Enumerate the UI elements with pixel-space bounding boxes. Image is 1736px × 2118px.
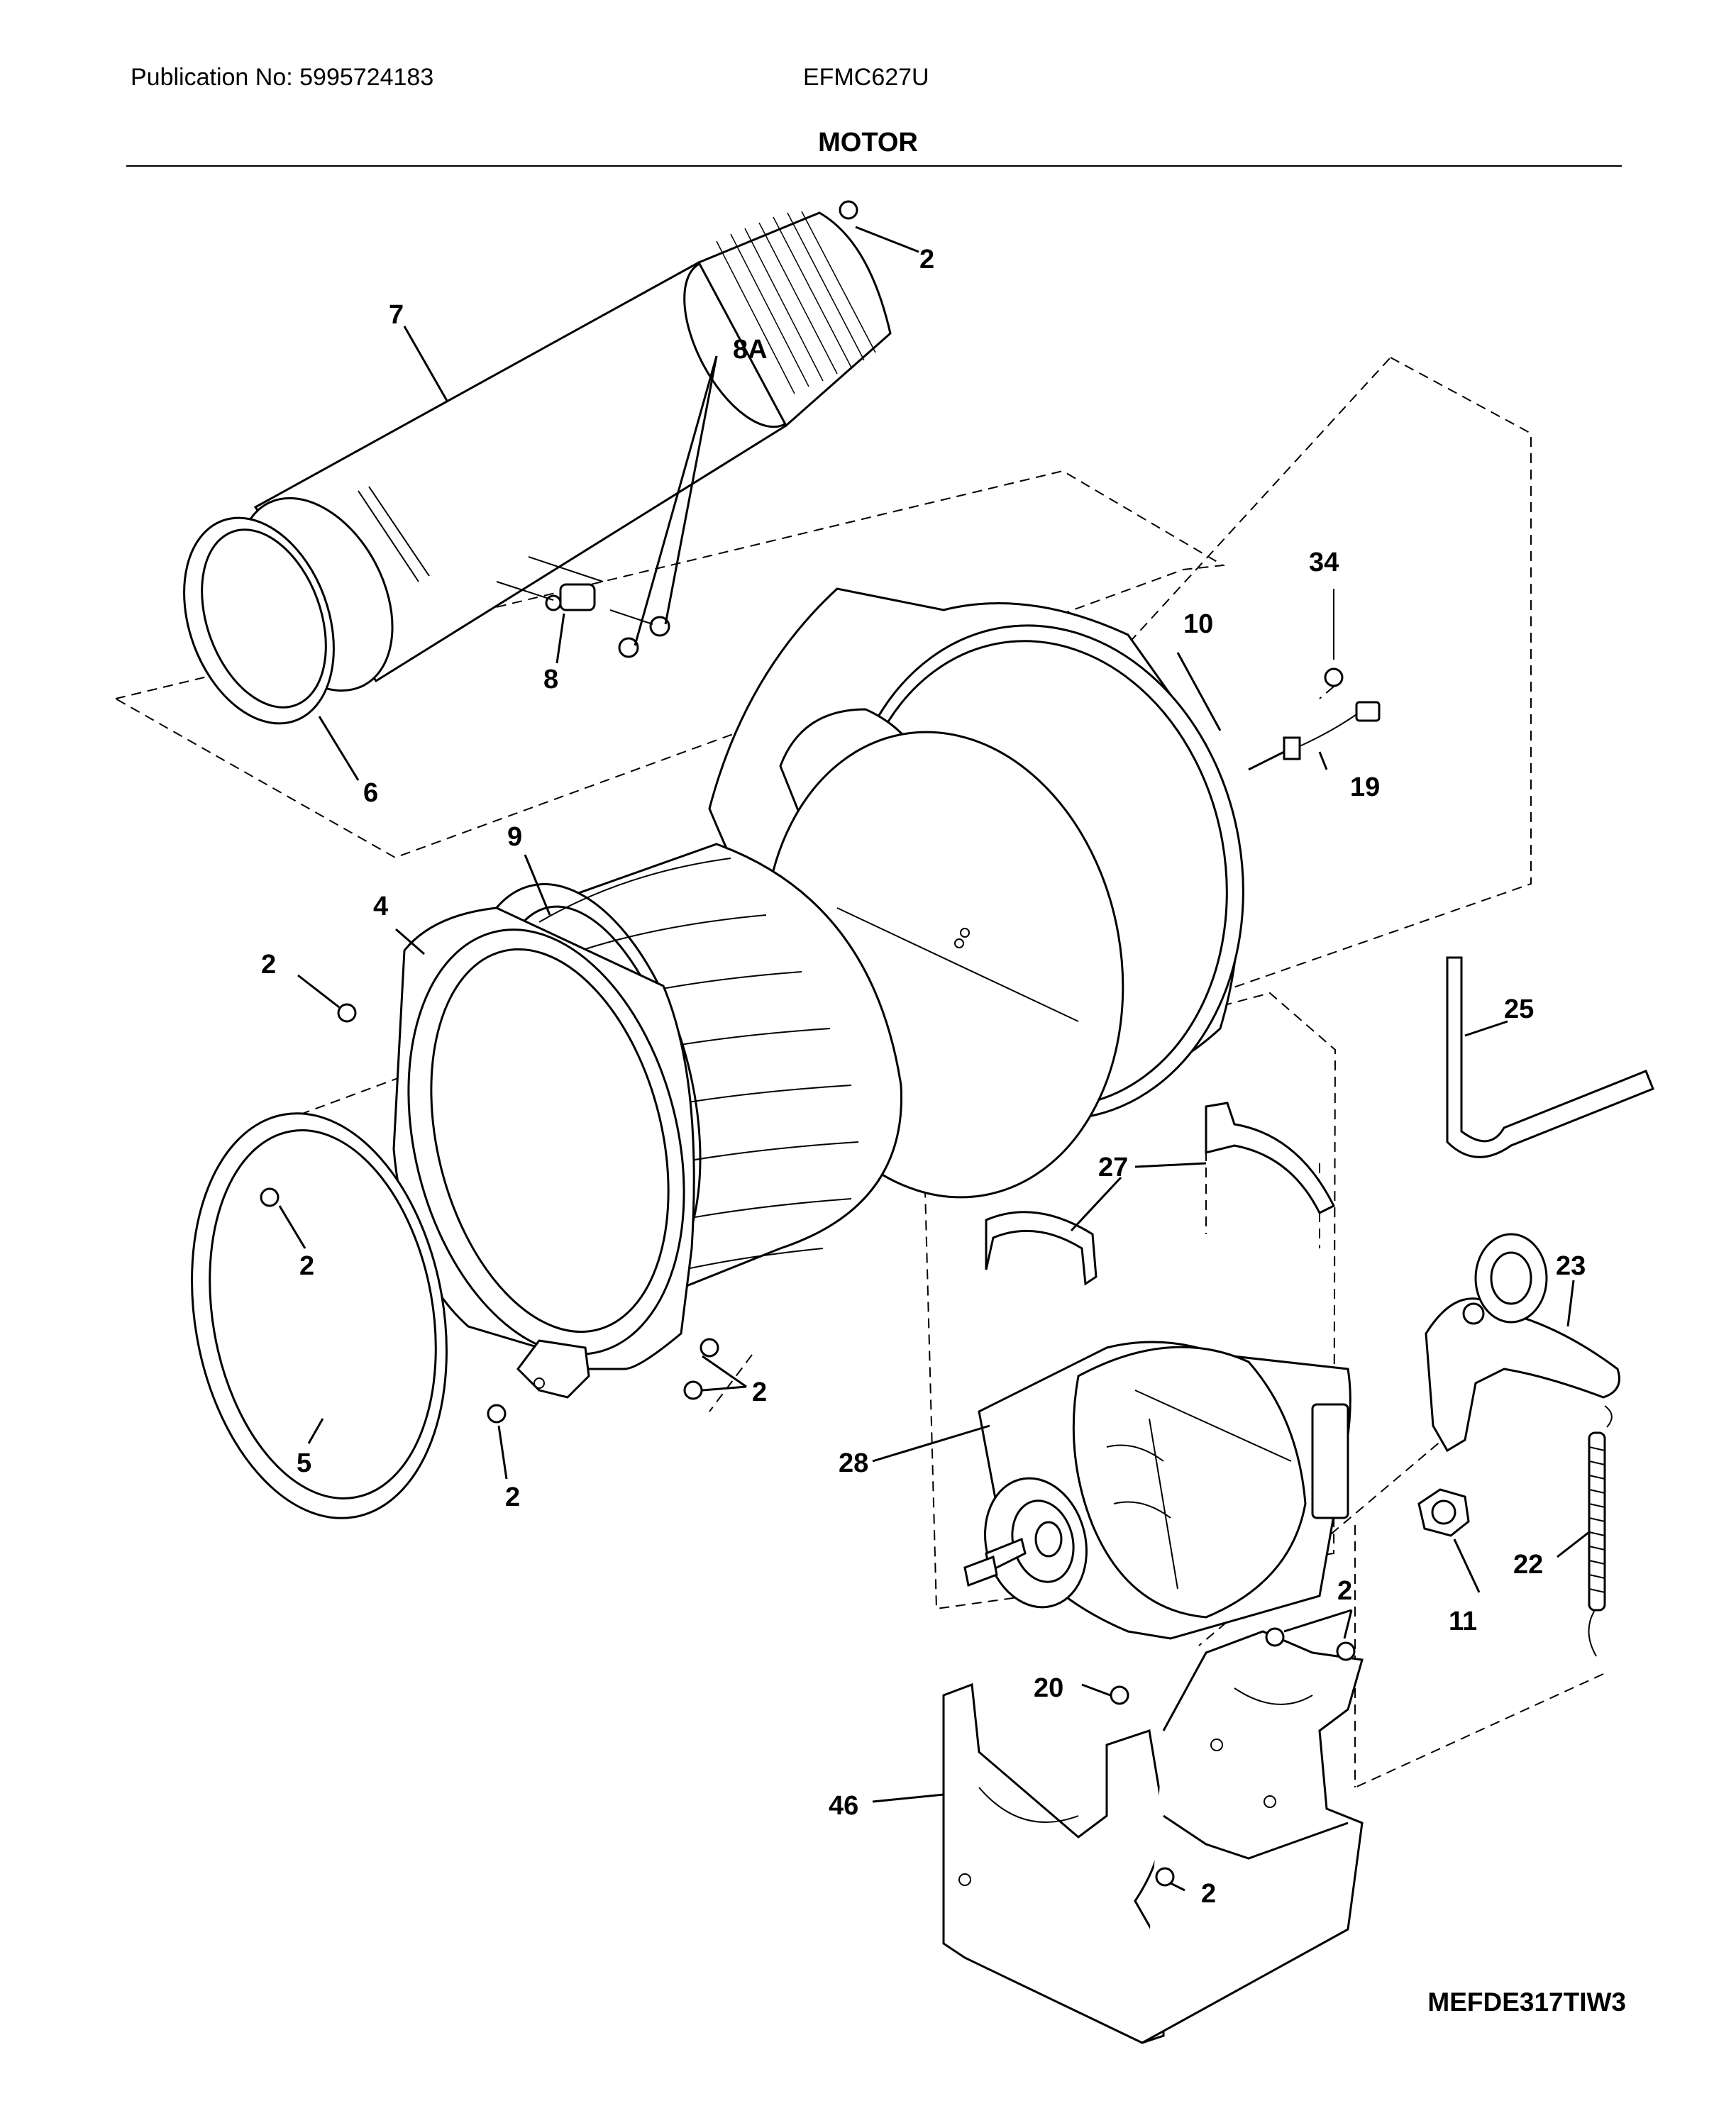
callout-25: 25 [1504, 994, 1534, 1024]
screw-8a [609, 609, 670, 658]
callout-2: 2 [1337, 1576, 1352, 1606]
callout-5: 5 [297, 1448, 311, 1478]
idler-spring [1588, 1405, 1613, 1657]
drive-motor [963, 1341, 1351, 1640]
idler-pulley [1425, 1233, 1620, 1453]
callout-19: 19 [1350, 772, 1380, 802]
callout-23: 23 [1556, 1251, 1586, 1281]
screw-set-blower [260, 200, 858, 1424]
screw-34 [1319, 589, 1344, 699]
leader-lines [278, 226, 1590, 1892]
callout-6: 6 [363, 778, 378, 808]
callout-2: 2 [752, 1377, 767, 1407]
drive-belt [1446, 956, 1654, 1158]
callout-labels: 2 7 8A 8 6 10 34 19 9 4 2 25 2 27 23 2 5… [261, 245, 1586, 1909]
callout-4: 4 [373, 892, 388, 921]
hex-nut [1417, 1488, 1470, 1537]
thermostat [496, 556, 604, 611]
callout-22: 22 [1513, 1550, 1543, 1580]
callout-34: 34 [1309, 548, 1339, 577]
callout-2: 2 [1201, 1879, 1216, 1909]
callout-2: 2 [505, 1482, 520, 1512]
callout-11: 11 [1449, 1607, 1477, 1636]
blower-front-housing [392, 906, 695, 1399]
callout-2: 2 [919, 245, 934, 275]
duct-seal-ring [183, 516, 335, 725]
thermistor-sensor [1248, 701, 1381, 771]
callout-8: 8 [543, 665, 558, 694]
callout-20: 20 [1034, 1673, 1063, 1703]
callout-7: 7 [389, 300, 404, 330]
publication-number: Publication No: 5995724183 [131, 64, 434, 91]
callout-27: 27 [1098, 1153, 1128, 1182]
callout-46: 46 [829, 1791, 858, 1821]
screw-set-motor [1110, 1627, 1356, 1887]
callout-10: 10 [1183, 609, 1213, 639]
header-rule [126, 165, 1622, 167]
callout-9: 9 [507, 822, 522, 852]
motor-mount-bracket [942, 1630, 1364, 2044]
drawing-code: MEFDE317TIW3 [1427, 1987, 1626, 2017]
callout-28: 28 [839, 1448, 868, 1478]
section-title: MOTOR [818, 128, 918, 157]
callout-8a: 8A [733, 335, 768, 365]
blower-seal-ring [191, 1112, 448, 1519]
model-number: EFMC627U [803, 64, 929, 91]
callout-2: 2 [261, 950, 276, 980]
callout-2: 2 [299, 1251, 314, 1281]
motor-clamp-strap [985, 1102, 1336, 1286]
